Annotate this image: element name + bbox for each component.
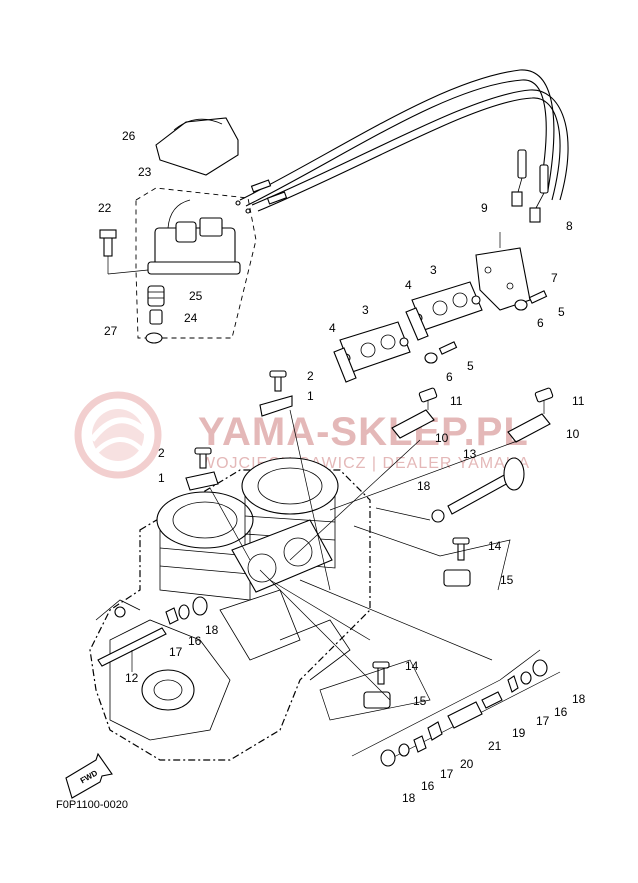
shaft-13 xyxy=(375,457,525,523)
shaft-12 xyxy=(97,627,167,672)
callout-c15a: 15 xyxy=(500,573,514,587)
callout-c8: 8 xyxy=(566,219,573,233)
callout-c14b: 14 xyxy=(405,659,419,673)
callout-c13: 13 xyxy=(463,447,477,461)
callout-c6b: 6 xyxy=(446,370,453,384)
clamp-lower xyxy=(185,447,219,491)
intake-plate-upper xyxy=(405,281,483,364)
control-cables xyxy=(235,69,569,223)
callout-c17c: 17 xyxy=(440,767,454,781)
holder-lower xyxy=(319,659,431,721)
callout-c2a: 2 xyxy=(307,369,314,383)
clamp-upper xyxy=(259,370,293,417)
callout-c25: 25 xyxy=(189,289,203,303)
exploded-row-lower xyxy=(299,579,561,767)
callout-c6a: 6 xyxy=(537,316,544,330)
washers-left xyxy=(165,596,208,625)
callout-c11b: 11 xyxy=(572,394,585,408)
callout-c15b: 15 xyxy=(413,694,427,708)
callout-c4a: 4 xyxy=(405,278,412,292)
callout-c16b: 16 xyxy=(554,705,568,719)
callout-c12: 12 xyxy=(125,671,139,685)
callout-c5a: 5 xyxy=(558,305,565,319)
callout-c1a: 1 xyxy=(307,389,314,403)
cable-bracket xyxy=(475,232,548,311)
assembly-lead-lines xyxy=(209,409,521,701)
callout-c21: 21 xyxy=(488,739,502,753)
callout-c3a: 3 xyxy=(430,263,437,277)
forward-arrow-icon: FWD xyxy=(65,752,113,799)
callout-c2b: 2 xyxy=(158,446,165,460)
callout-c27: 27 xyxy=(104,324,118,338)
callout-c4b: 4 xyxy=(329,321,336,335)
callout-c24: 24 xyxy=(184,311,198,325)
callout-c26: 26 xyxy=(122,129,136,143)
callout-c14a: 14 xyxy=(488,539,502,553)
callout-c22: 22 xyxy=(98,201,112,215)
callout-c18a: 18 xyxy=(417,479,431,493)
callout-c20: 20 xyxy=(460,757,474,771)
callout-c3b: 3 xyxy=(362,303,369,317)
intake-plate-lower xyxy=(333,321,411,383)
callout-c18b: 18 xyxy=(205,623,219,637)
watermark-title: YAMA-SKLEP.PL xyxy=(198,410,529,454)
callout-c10a: 10 xyxy=(435,431,449,445)
callout-c18c: 18 xyxy=(572,692,586,706)
callout-c16c: 16 xyxy=(421,779,435,793)
callout-c19: 19 xyxy=(512,726,526,740)
fitting-right xyxy=(507,387,554,443)
holder-upper xyxy=(353,525,511,591)
callout-c10b: 10 xyxy=(566,427,580,441)
callout-c1b: 1 xyxy=(158,471,165,485)
diagram-code: F0P1100-0020 xyxy=(56,799,128,811)
callout-c11a: 11 xyxy=(450,394,463,408)
callout-c7: 7 xyxy=(551,271,558,285)
watermark-logo-icon xyxy=(74,391,162,479)
callout-c5b: 5 xyxy=(467,359,474,373)
callout-c23: 23 xyxy=(138,165,152,179)
callout-c9: 9 xyxy=(481,201,488,215)
engine-block xyxy=(89,457,371,761)
callout-c17a: 17 xyxy=(169,645,183,659)
callout-c17b: 17 xyxy=(536,714,550,728)
starter-relay-assembly xyxy=(99,117,257,344)
fitting-left xyxy=(391,387,438,439)
callout-c18d: 18 xyxy=(402,791,416,805)
callout-c16a: 16 xyxy=(188,634,202,648)
